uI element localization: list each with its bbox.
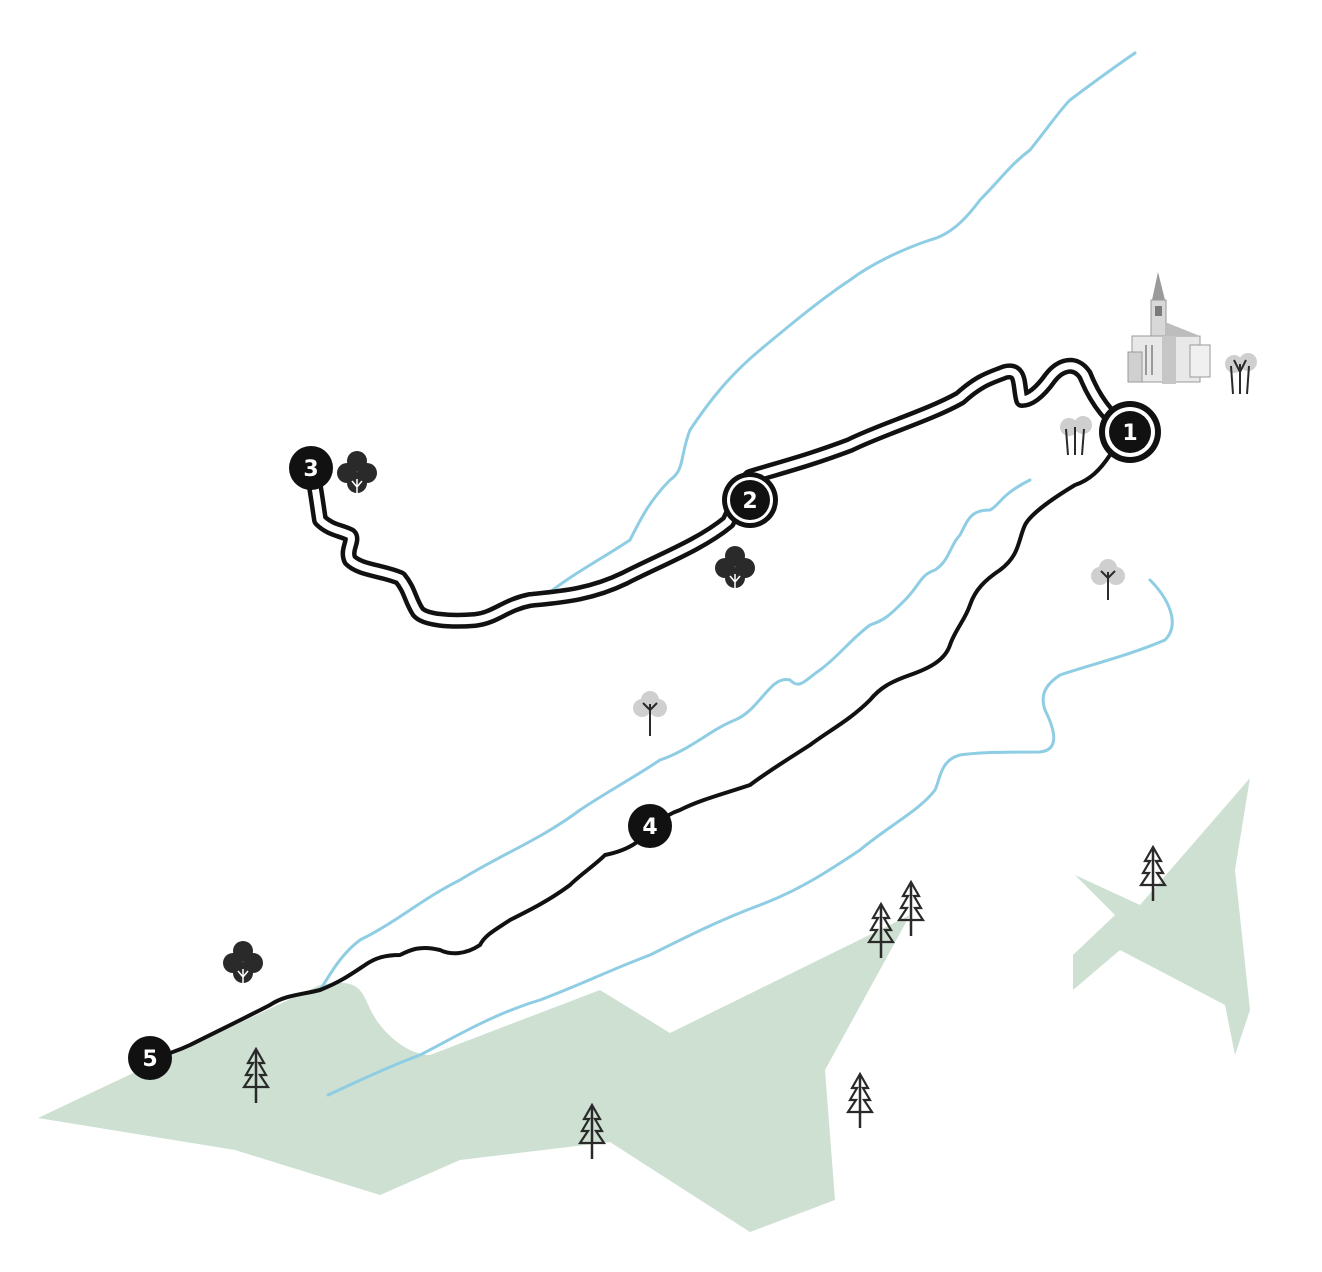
stop-marker-4[interactable]: 4: [628, 804, 672, 848]
river-north: [538, 51, 1137, 602]
bare-tree-icon: [1091, 559, 1125, 600]
pine-tree-icon: [846, 1072, 874, 1130]
stop-marker-3[interactable]: 3: [289, 446, 333, 490]
stop-label-2: 2: [742, 489, 757, 514]
river-middle: [318, 478, 1032, 992]
stop-label-4: 4: [642, 815, 657, 840]
stop-marker-2[interactable]: 2: [722, 472, 778, 528]
bare-tree-icon: [1225, 353, 1257, 395]
bare-tree-icon: [1060, 416, 1092, 456]
stop-label-5: 5: [142, 1047, 157, 1072]
forest-area-east: [1073, 778, 1250, 1055]
stop-label-3: 3: [303, 457, 318, 482]
deciduous-tree-icon: [223, 941, 263, 989]
stop-label-1: 1: [1122, 421, 1137, 446]
deciduous-tree-icon: [337, 451, 377, 497]
bare-tree-icon: [633, 691, 667, 736]
rivers: [318, 51, 1174, 1097]
river-south: [326, 578, 1174, 1097]
route-double: [304, 357, 1138, 629]
church-icon: [1127, 272, 1211, 384]
forest-areas: [38, 778, 1250, 1232]
route-single: [151, 453, 1112, 1060]
forest-area-main: [38, 915, 910, 1232]
stop-marker-5[interactable]: 5: [128, 1036, 172, 1080]
stop-marker-1[interactable]: 1: [1099, 401, 1161, 463]
deciduous-tree-icon: [715, 546, 755, 594]
